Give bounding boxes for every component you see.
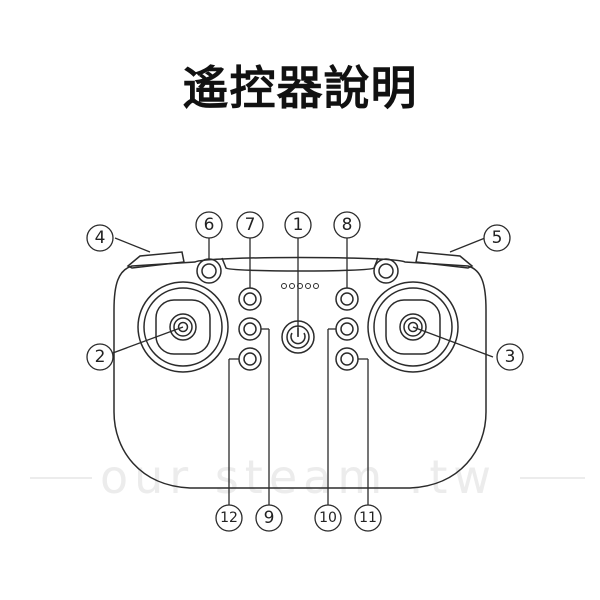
- page-title: 遙控器說明: [182, 61, 418, 115]
- button-11[interactable]: [335, 347, 359, 371]
- battery-indicator-lights: [281, 283, 319, 289]
- button-10[interactable]: [335, 317, 359, 341]
- button-9[interactable]: [238, 317, 262, 341]
- button-right-top[interactable]: [373, 258, 399, 284]
- right-shoulder-button[interactable]: [415, 251, 474, 269]
- callout-5: 5: [492, 228, 503, 248]
- right-joystick[interactable]: [367, 281, 459, 373]
- button-6[interactable]: [196, 258, 222, 284]
- callout-9: 9: [264, 508, 275, 528]
- callout-1: 1: [293, 215, 304, 235]
- callout-7: 7: [245, 215, 256, 235]
- watermark: our steam .tw: [30, 450, 585, 504]
- button-12[interactable]: [238, 347, 262, 371]
- callout-8: 8: [342, 215, 353, 235]
- callout-circles: [86, 211, 524, 532]
- callout-11: 11: [359, 510, 377, 526]
- callout-4: 4: [95, 228, 106, 248]
- button-7[interactable]: [238, 287, 262, 311]
- callout-12: 12: [220, 510, 238, 526]
- callout-2: 2: [95, 347, 106, 367]
- watermark-text: our steam .tw: [100, 450, 497, 504]
- controller-body: [113, 256, 487, 489]
- top-panel: [221, 257, 379, 272]
- button-8[interactable]: [335, 287, 359, 311]
- left-joystick[interactable]: [137, 281, 229, 373]
- callout-3: 3: [505, 347, 516, 367]
- callout-6: 6: [204, 215, 215, 235]
- leader-lines: [101, 237, 494, 505]
- left-shoulder-button[interactable]: [126, 251, 185, 269]
- callout-10: 10: [319, 510, 337, 526]
- callout-labels: 1 2 3 4 5 6 7 8 9 10 11 12: [95, 215, 516, 528]
